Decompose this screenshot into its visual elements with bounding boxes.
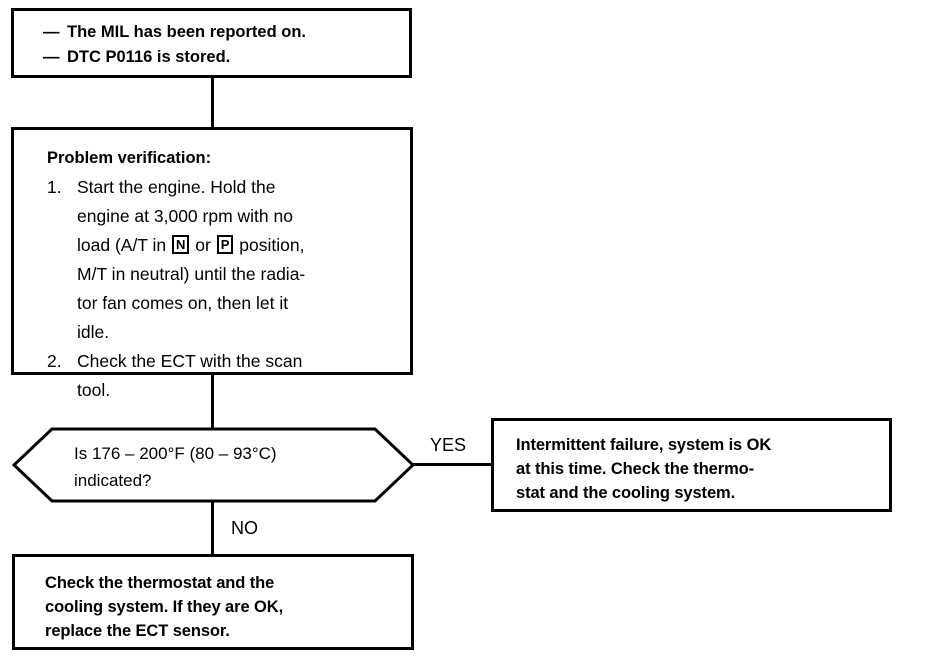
branch-label-yes: YES bbox=[430, 435, 467, 455]
step-number: 1. bbox=[47, 177, 62, 197]
step-line: tool. bbox=[77, 380, 111, 400]
step-line: Start the engine. Hold the bbox=[77, 177, 276, 197]
verification-step-2: 2. Check the ECT with the scan tool. bbox=[47, 347, 305, 405]
problem-verification-box: Problem verification: 1. Start the engin… bbox=[11, 127, 413, 400]
step-line: engine at 3,000 rpm with no bbox=[77, 206, 293, 226]
result-line: Intermittent failure, system is OK bbox=[516, 436, 772, 454]
intermittent-failure-text: Intermittent failure, system is OK at th… bbox=[516, 433, 771, 505]
check-thermostat-box: Check the thermostat and the cooling sys… bbox=[12, 554, 414, 650]
symptom-bullet-text: The MIL has been reported on. bbox=[67, 23, 306, 41]
step-line: M/T in neutral) until the radia- bbox=[77, 264, 306, 284]
gear-neutral-icon: N bbox=[172, 235, 190, 254]
verification-content: Problem verification: 1. Start the engin… bbox=[47, 146, 305, 405]
result-line: at this time. Check the thermo- bbox=[516, 460, 755, 478]
symptom-box: — The MIL has been reported on. — DTC P0… bbox=[11, 8, 412, 78]
step-line: Check the ECT with the scan bbox=[77, 351, 303, 371]
step-line-conjunction: or bbox=[190, 235, 216, 255]
connector-symptom-to-verify bbox=[211, 77, 214, 128]
decision-line: Is 176 – 200°F (80 – 93°C) bbox=[74, 444, 277, 463]
list-item: — DTC P0116 is stored. bbox=[43, 45, 306, 70]
step-number: 2. bbox=[47, 351, 62, 371]
intermittent-failure-box: Intermittent failure, system is OK at th… bbox=[491, 418, 892, 512]
symptom-bullet-list: — The MIL has been reported on. — DTC P0… bbox=[43, 20, 306, 70]
verification-step-1: 1. Start the engine. Hold the engine at … bbox=[47, 173, 305, 347]
symptom-bullet-text: DTC P0116 is stored. bbox=[67, 48, 231, 66]
decision-text: Is 176 – 200°F (80 – 93°C) indicated? bbox=[74, 440, 277, 494]
branch-label-no: NO bbox=[231, 518, 258, 538]
step-text: Check the ECT with the scan tool. bbox=[77, 347, 302, 405]
result-line: replace the ECT sensor. bbox=[45, 622, 230, 640]
dash-icon: — bbox=[43, 23, 60, 41]
result-line: cooling system. If they are OK, bbox=[45, 598, 284, 616]
verification-title: Problem verification: bbox=[47, 149, 212, 167]
connector-no-branch bbox=[211, 500, 214, 556]
result-line: stat and the cooling system. bbox=[516, 484, 736, 502]
gear-park-icon: P bbox=[216, 235, 234, 254]
hexagon-shape-icon bbox=[12, 427, 415, 503]
list-item: — The MIL has been reported on. bbox=[43, 20, 306, 45]
step-line: idle. bbox=[77, 322, 110, 342]
step-line-suffix: position, bbox=[234, 235, 305, 255]
step-line: tor fan comes on, then let it bbox=[77, 293, 289, 313]
decision-line: indicated? bbox=[74, 471, 152, 490]
step-line-prefix: load (A/T in bbox=[77, 235, 172, 255]
connector-yes-branch bbox=[412, 463, 492, 466]
check-thermostat-text: Check the thermostat and the cooling sys… bbox=[45, 571, 283, 643]
dash-icon: — bbox=[43, 48, 60, 66]
connector-verify-to-decision bbox=[211, 374, 214, 429]
result-line: Check the thermostat and the bbox=[45, 574, 275, 592]
step-text: Start the engine. Hold the engine at 3,0… bbox=[77, 173, 305, 347]
step-line-with-gear-indicators: load (A/T in N or P position, bbox=[77, 231, 305, 260]
temperature-range-decision: Is 176 – 200°F (80 – 93°C) indicated? bbox=[12, 427, 415, 503]
